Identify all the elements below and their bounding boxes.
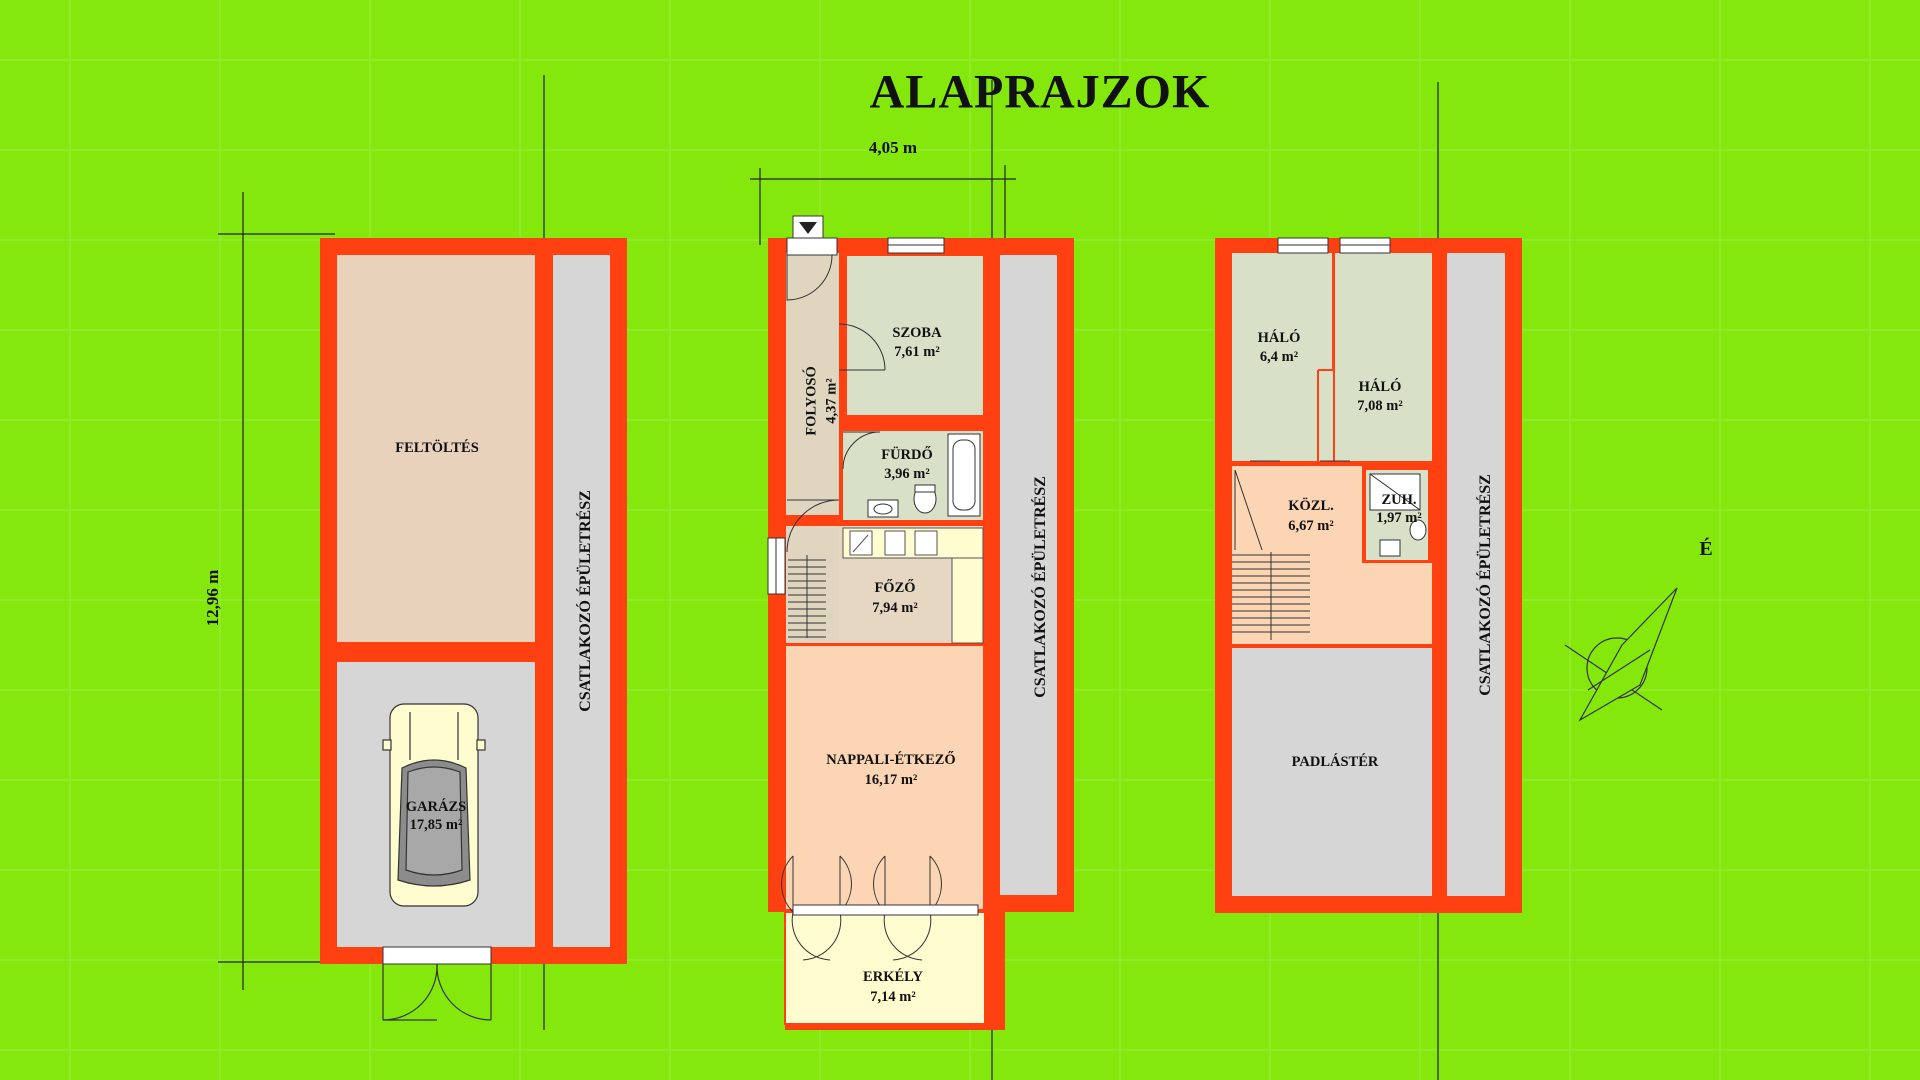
room-name: SZOBA: [892, 325, 942, 341]
entrance-arrow-icon: [799, 222, 817, 234]
neighbor-label-first: CSATLAKOZÓ ÉPÜLETRÉSZ: [1032, 476, 1049, 698]
balcony-area: 7,14 m²: [870, 989, 916, 1005]
hall-name: KÖZL.: [1288, 498, 1334, 514]
bathroom-area: 3,96 m²: [884, 466, 930, 482]
corridor-area: 4,37 m²: [823, 378, 840, 424]
filling-area: [337, 255, 535, 642]
attic-floor-plan: [1215, 237, 1522, 913]
kitchen-area: 7,94 m²: [872, 600, 918, 616]
hall-area: 6,67 m²: [1288, 518, 1334, 534]
garage-door-leaves: [382, 963, 492, 1021]
ground-neighbor-strip: [553, 255, 610, 947]
balcony-door-frame: [792, 904, 979, 916]
toilet-icon: [913, 484, 937, 514]
bedroom1-area: 6,4 m²: [1259, 349, 1299, 365]
stairs-attic: [1232, 552, 1310, 640]
bathtub-icon: [947, 433, 981, 517]
stairs-first: [788, 555, 826, 638]
garage-door-opening: [382, 946, 492, 965]
filling-name: FELTÖLTÉS: [395, 440, 479, 456]
north-label: É: [1699, 538, 1713, 560]
neighbor-label-attic: CSATLAKOZÓ ÉPÜLETRÉSZ: [1477, 474, 1494, 696]
dimension-lines: [218, 178, 1016, 990]
kitchen-name: FŐZŐ: [874, 580, 916, 596]
corridor-area: [786, 253, 839, 515]
car-icon: [382, 703, 486, 907]
garage-area: 17,85 m²: [409, 817, 463, 833]
bedroom1-area: [1232, 253, 1333, 461]
shower-area: 1,97 m²: [1376, 510, 1422, 526]
bathroom-name: FÜRDŐ: [881, 447, 933, 463]
balcony-name: ERKÉLY: [863, 969, 923, 985]
first-neighbor-strip: [1000, 255, 1057, 895]
shower-tray-icon: [1369, 473, 1427, 557]
page-title: ALAPRAJZOK: [869, 65, 1211, 119]
attic-space-area: [1232, 648, 1432, 896]
bedroom2-area: 7,08 m²: [1357, 398, 1403, 414]
bedroom1-name: HÁLÓ: [1257, 330, 1301, 346]
attic-doors: [1234, 460, 1350, 551]
corridor-name: FOLYOSÓ: [803, 366, 820, 436]
stair-hall-area: [786, 526, 839, 643]
bedroom2-area: [1335, 253, 1432, 461]
doors: [781, 254, 942, 961]
bedroom2-name: HÁLÓ: [1358, 379, 1402, 395]
kitchen-counter: [842, 527, 984, 644]
attic-neighbor-strip: [1447, 253, 1505, 896]
entrance-opening: [786, 237, 838, 256]
bath-wall-inner: [843, 429, 983, 431]
room-area: 7,61 m²: [894, 344, 940, 360]
first-floor-plan: [767, 215, 1074, 1030]
width-dimension-label: 4,05 m: [868, 138, 918, 157]
height-dimension-label: 12,96 m: [203, 569, 222, 627]
neighbor-label-ground: CSATLAKOZÓ ÉPÜLETRÉSZ: [577, 490, 594, 712]
north-arrow-icon: [1564, 587, 1678, 722]
washbasin-icon: [867, 499, 899, 518]
attic-walls-inner: [1232, 253, 1432, 464]
living-area: 16,17 m²: [864, 772, 918, 788]
attic-space-name: PADLÁSTÉR: [1291, 754, 1379, 770]
garage-name: GARÁZS: [405, 799, 467, 815]
shower-name: ZUH.: [1381, 492, 1417, 508]
living-name: NAPPALI-ÉTKEZŐ: [826, 752, 956, 768]
attic-windows: [1277, 237, 1391, 254]
ground-floor-plan: [320, 238, 627, 1021]
